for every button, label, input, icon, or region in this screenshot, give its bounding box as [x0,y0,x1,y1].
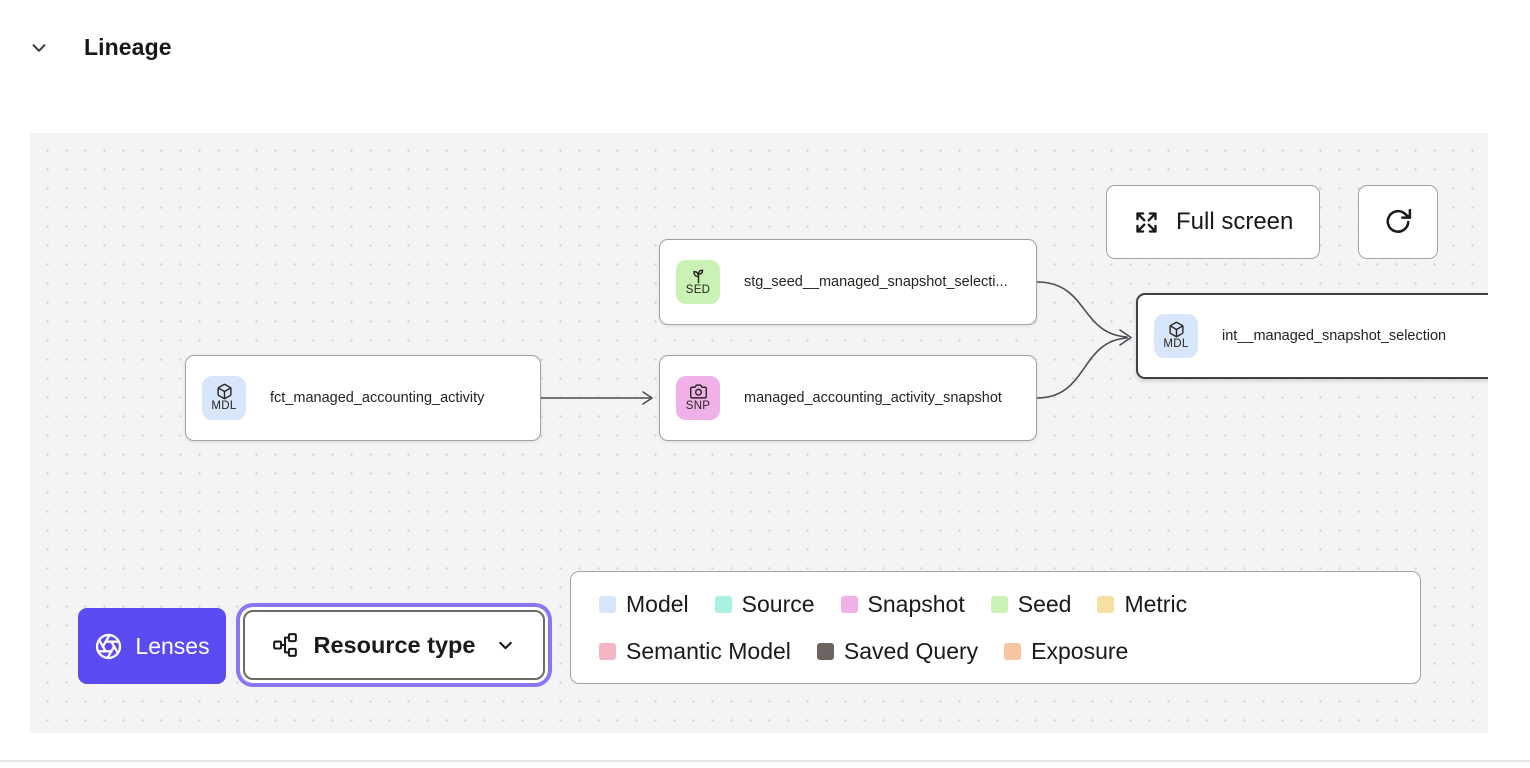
legend-label: Model [626,590,689,617]
legend-item-exposure: Exposure [1004,628,1128,675]
legend-item-metric: Metric [1097,581,1187,628]
legend-label: Snapshot [867,590,965,617]
legend-label: Metric [1124,590,1188,617]
resource-type-legend: Model Source Snapshot Seed Metric Semant… [570,571,1421,684]
lineage-section-header: Lineage [28,34,172,61]
node-label: managed_accounting_activity_snapshot [744,390,1002,406]
bottom-divider [0,760,1530,762]
cube-icon [1168,321,1185,338]
legend-label: Saved Query [843,637,979,664]
expand-icon [1133,209,1160,236]
legend-swatch [1097,595,1115,613]
legend-item-saved-query: Saved Query [816,628,979,675]
lineage-node-model-fct[interactable]: MDL fct_managed_accounting_activity [185,355,541,441]
legend-item-seed: Seed [990,581,1072,628]
chevron-down-icon [495,635,516,656]
badge-code: MDL [211,400,237,413]
resource-type-label: Resource type [313,631,476,658]
aperture-icon [94,632,123,661]
legend-swatch [714,595,732,613]
lineage-node-seed[interactable]: SED stg_seed__managed_snapshot_selecti..… [659,239,1037,325]
legend-item-model: Model [599,581,689,628]
legend-swatch [1004,642,1022,660]
model-badge: MDL [1154,314,1198,358]
sprout-icon [690,267,707,284]
model-badge: MDL [202,376,246,420]
refresh-icon [1383,207,1413,237]
lineage-node-snapshot[interactable]: SNP managed_accounting_activity_snapshot [659,355,1037,441]
legend-label: Semantic Model [626,637,791,664]
resource-type-dropdown[interactable]: Resource type [243,610,545,680]
legend-swatch [840,595,858,613]
legend-item-semantic-model: Semantic Model [599,628,791,675]
legend-swatch [816,642,834,660]
node-label: stg_seed__managed_snapshot_selecti... [744,274,1008,290]
legend-swatch [599,595,616,613]
page-title: Lineage [84,34,172,60]
hierarchy-icon [272,632,298,658]
snapshot-badge: SNP [676,376,720,420]
lineage-node-model-int-selected[interactable]: MDL int__managed_snapshot_selection [1136,293,1488,379]
full-screen-label: Full screen [1176,208,1294,235]
badge-code: MDL [1163,338,1189,351]
legend-label: Seed [1017,590,1072,617]
lenses-label: Lenses [135,632,210,659]
cube-icon [216,383,233,400]
badge-code: SNP [685,400,711,413]
legend-item-source: Source [714,581,815,628]
legend-swatch [990,595,1008,613]
chevron-down-icon[interactable] [28,37,50,59]
seed-badge: SED [676,260,720,304]
legend-swatch [599,642,616,660]
lenses-button[interactable]: Lenses [78,608,226,684]
node-label: fct_managed_accounting_activity [270,390,485,406]
legend-label: Exposure [1031,637,1129,664]
refresh-button[interactable] [1358,185,1438,259]
node-label: int__managed_snapshot_selection [1222,328,1447,344]
legend-item-snapshot: Snapshot [840,581,965,628]
camera-icon [689,383,707,400]
badge-code: SED [685,284,711,297]
legend-label: Source [741,590,815,617]
full-screen-button[interactable]: Full screen [1106,185,1321,259]
lineage-canvas[interactable]: Full screen SED stg_seed__managed_snapsh… [30,133,1488,733]
